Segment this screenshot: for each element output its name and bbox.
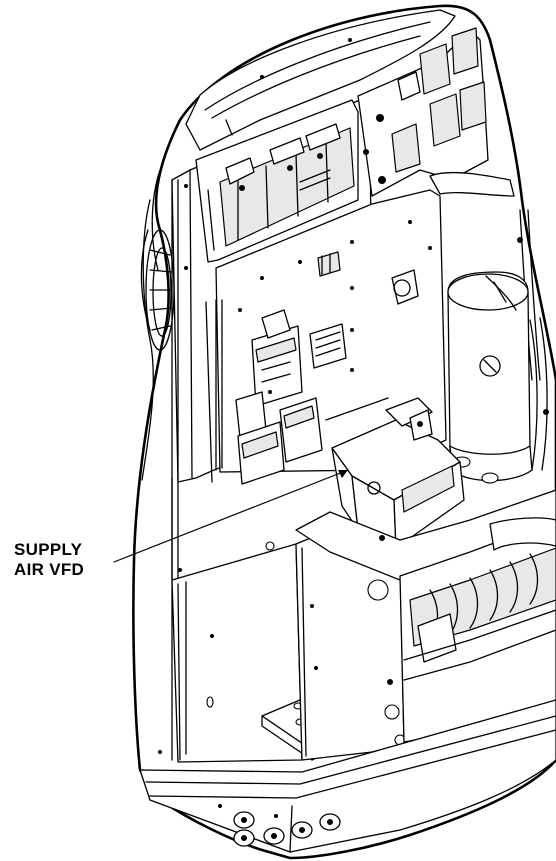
suction-pipe [517, 209, 549, 471]
callout-leader [113, 469, 349, 563]
fan-housing [140, 229, 175, 351]
top-lid [185, 9, 456, 151]
compressor [447, 271, 533, 484]
upper-control-board [195, 99, 359, 263]
supply-air-vfd-label: SUPPLY AIR VFD [14, 540, 84, 580]
upper-right-electrical [357, 27, 515, 197]
label-line-1: SUPPLY [14, 540, 83, 559]
label-line-2: AIR VFD [14, 560, 85, 579]
relay-components [205, 269, 419, 485]
lower-right-coil [399, 517, 556, 743]
